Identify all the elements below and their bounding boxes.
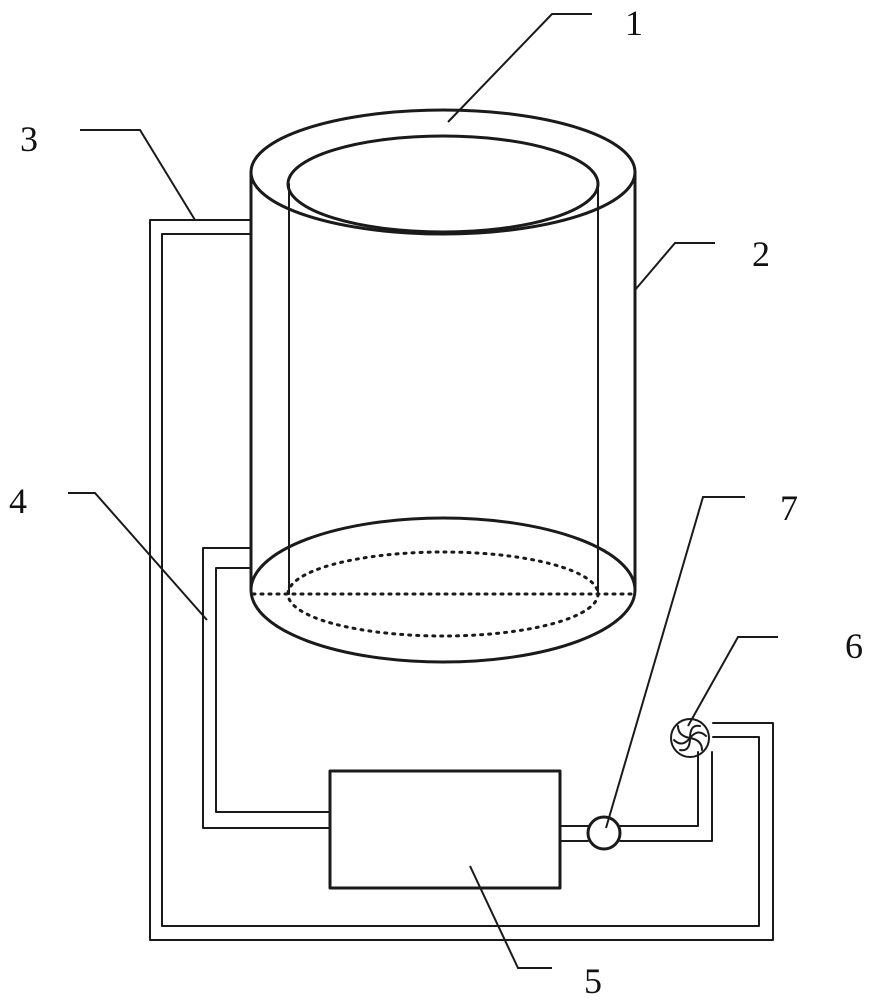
leader-5: [469, 865, 552, 969]
leader-1: [447, 13, 592, 123]
leader-7: [605, 496, 745, 829]
label-7: 7: [780, 488, 798, 528]
valve-icon: [586, 815, 622, 851]
leader-4: [68, 492, 208, 621]
label-4: 4: [9, 481, 27, 521]
supply-pipe: [202, 233, 331, 829]
connector-pipe: [559, 751, 713, 842]
label-2: 2: [752, 234, 770, 274]
heater-box: [328, 769, 562, 890]
outer-cylinder: [249, 108, 637, 664]
return-pipe: [149, 219, 774, 941]
label-6: 6: [845, 626, 863, 666]
inner-cylinder: [251, 134, 635, 638]
fan-icon: [670, 718, 710, 758]
leader-3: [80, 129, 196, 221]
leader-6: [687, 636, 778, 727]
label-3: 3: [20, 119, 38, 159]
label-1: 1: [625, 3, 643, 43]
label-5: 5: [584, 961, 602, 1000]
leader-2: [634, 242, 715, 291]
